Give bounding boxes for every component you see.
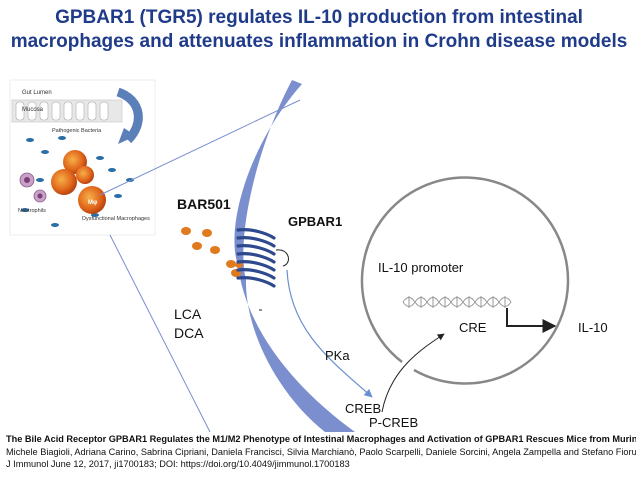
nucleus <box>360 176 570 385</box>
figure-title: GPBAR1 (TGR5) regulates IL-10 production… <box>0 6 638 54</box>
bar501-label: BAR501 <box>177 196 231 212</box>
title-line-2: macrophages and attenuates inflammation … <box>10 31 628 52</box>
il10-label: IL-10 <box>578 320 608 335</box>
citation-block: The Bile Acid Receptor GPBAR1 Regulates … <box>6 433 636 471</box>
macrophage-label: Mφ <box>88 200 98 206</box>
zoom-line-bottom <box>109 234 211 433</box>
title-line-1: GPBAR1 (TGR5) regulates IL-10 production… <box>55 7 583 28</box>
citation-paper-title: The Bile Acid Receptor GPBAR1 Regulates … <box>6 434 636 444</box>
neutrophils-label: Neutrophils <box>18 208 46 214</box>
gpbar1-receptor <box>236 228 276 288</box>
signal-arrow-to-creb <box>286 269 373 398</box>
mucosa-label: Mucosa <box>22 107 44 113</box>
receptor-tail <box>275 249 289 267</box>
transcription-arrow <box>506 308 557 333</box>
epithelial-layer <box>11 99 123 123</box>
p-creb-label: P-CREB <box>369 415 418 430</box>
bar501-ligand-dots <box>181 227 243 277</box>
gut-lumen-label: Gut Lumen <box>22 90 52 96</box>
lca-label: LCA <box>174 306 202 322</box>
dysfunctional-macrophages-label: Dysfunctional Macrophages <box>82 216 150 222</box>
gut-inset-illustration: Gut Lumen Mucosa Pathogenic Bacteria Neu… <box>9 79 156 236</box>
macrophage-icons <box>51 150 106 214</box>
cre-label: CRE <box>459 320 487 335</box>
pathogenic-bacteria-label: Pathogenic Bacteria <box>52 128 102 134</box>
bacteria-icons <box>21 136 134 227</box>
pka-label: PKa <box>325 348 350 363</box>
citation-authors: Michele Biagioli, Adriana Carino, Sabrin… <box>6 446 636 457</box>
il10-promoter-label: IL-10 promoter <box>378 260 464 275</box>
cell-membrane <box>234 80 355 432</box>
gpbar1-label: GPBAR1 <box>288 214 342 229</box>
p-creb-to-cre-arrow <box>381 333 445 413</box>
citation-journal: J Immunol June 12, 2017, ji1700183; DOI:… <box>6 459 350 469</box>
creb-label: CREB <box>345 401 381 416</box>
neutrophil-icons <box>19 172 47 203</box>
zoom-line-top <box>99 99 301 196</box>
dca-label: DCA <box>174 325 204 341</box>
dna-helix <box>402 296 512 308</box>
